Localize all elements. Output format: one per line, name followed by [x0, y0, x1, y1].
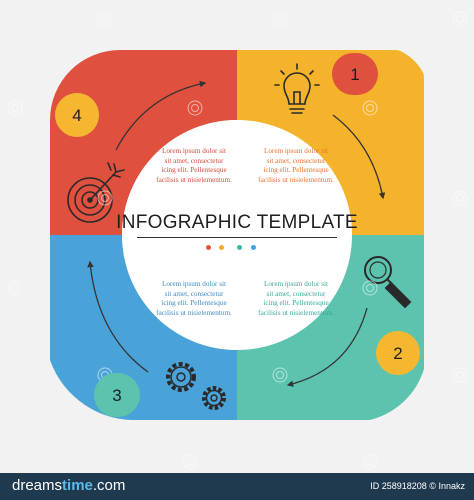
text-line: facilisis ut nisielementum. — [156, 308, 232, 317]
segment-step-1 — [237, 50, 424, 235]
corner-cut-top-right — [360, 46, 429, 118]
text-line: icing elit. Pellentesque — [161, 299, 227, 307]
title-dot — [237, 245, 242, 250]
flow-arrow-4-to-1 — [115, 80, 207, 151]
text-line: sit amet, consectetur — [266, 156, 326, 165]
text-line: Lorem ipsum dolor sit — [263, 280, 329, 288]
corner-cut-bottom-left — [50, 360, 140, 421]
title-dot — [251, 245, 256, 250]
badge-step-3: 3 — [94, 373, 140, 417]
text-line: facilisis ut nisielementum. — [156, 175, 232, 184]
image-id: ID 258918208 — [370, 481, 427, 491]
step-4-text: Lorem ipsum dolor sit sit amet, consecte… — [134, 147, 254, 185]
step-1-text: Lorem ipsum dolor sit sit amet, consecte… — [236, 147, 356, 185]
corner-cut-bottom-right — [335, 325, 428, 423]
badge-number: 3 — [112, 386, 121, 405]
logo-tld: .com — [92, 477, 126, 494]
title-dot — [219, 245, 224, 250]
text-line: sit amet, consectetur — [266, 289, 326, 298]
step-2-text: Lorem ipsum dolor sit sit amet, consecte… — [236, 280, 356, 318]
text-line: icing elit. Pellentesque — [263, 166, 329, 174]
title-dot — [206, 245, 211, 250]
gears-icon — [166, 362, 226, 410]
badge-step-2: 2 — [376, 331, 420, 375]
text-line: Lorem ipsum dolor sit — [263, 147, 329, 155]
text-line: facilisis ut nisielementum. — [258, 175, 334, 184]
badge-number: 4 — [72, 106, 81, 125]
step-3-text: Lorem ipsum dolor sit sit amet, consecte… — [134, 280, 254, 318]
logo-suffix: time — [62, 477, 93, 494]
text-line: sit amet, consectetur — [164, 289, 224, 298]
lightbulb-icon — [274, 63, 320, 114]
title-underline — [137, 237, 337, 239]
text-line: Lorem ipsum dolor sit — [161, 147, 227, 155]
flow-arrow-2-to-3 — [286, 307, 368, 387]
footer-bar: dreamstime.com ID 258918208 © Innakz — [0, 473, 474, 500]
text-line: sit amet, consectetur — [164, 156, 224, 165]
flow-arrow-1-to-2 — [332, 114, 386, 200]
badge-step-4: 4 — [55, 93, 99, 137]
footer-logo: dreamstime.com — [12, 477, 125, 494]
segment-step-4 — [50, 50, 237, 235]
copyright: © Innakz — [429, 481, 465, 491]
flow-arrow-3-to-4 — [87, 260, 149, 373]
badge-number: 1 — [350, 65, 359, 84]
infographic-title: INFOGRAPHIC TEMPLATE — [116, 212, 358, 233]
badge-step-1: 1 — [332, 53, 378, 95]
text-line: Lorem ipsum dolor sit — [161, 280, 227, 288]
text-line: icing elit. Pellentesque — [263, 299, 329, 307]
footer-id: ID 258918208 © Innakz — [370, 481, 465, 491]
badge-number: 2 — [393, 344, 402, 363]
text-line: icing elit. Pellentesque — [161, 166, 227, 174]
logo-prefix: dreams — [12, 477, 63, 494]
watermark-swirls — [7, 11, 468, 470]
center-circle — [122, 120, 352, 350]
text-line: facilisis ut nisielementum. — [258, 308, 334, 317]
corner-cut-top-left — [50, 50, 120, 120]
magnifier-icon — [364, 256, 412, 309]
